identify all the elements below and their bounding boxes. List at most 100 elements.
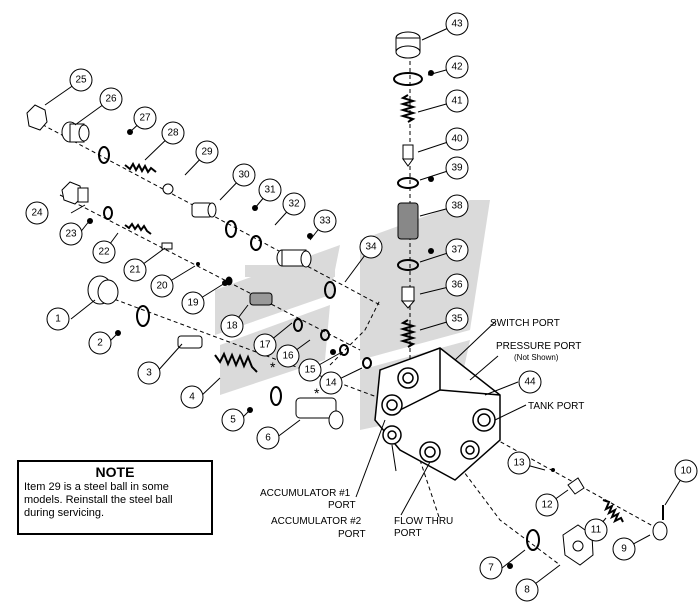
note-line-3: during servicing. <box>24 507 105 519</box>
part-42-oring <box>393 72 423 86</box>
label-pressure-not-shown: (Not Shown) <box>514 353 559 362</box>
part-17-oring <box>293 318 303 332</box>
part-22-spring <box>124 222 152 235</box>
label-pressure-port: PRESSURE PORT <box>496 341 581 352</box>
svg-text:34: 34 <box>365 242 377 253</box>
part-44-manifold-body <box>374 347 501 481</box>
part-14-oring <box>362 357 372 369</box>
part-7-oring <box>526 529 540 551</box>
callout-11: 11 <box>584 518 608 542</box>
svg-text:29: 29 <box>201 147 213 158</box>
part-6-piston <box>295 397 344 430</box>
label-accumulator-1-port-2: PORT <box>328 500 356 511</box>
callout-6: 6 <box>256 426 280 450</box>
svg-text:9: 9 <box>621 544 627 555</box>
svg-text:18: 18 <box>226 321 238 332</box>
svg-text:24: 24 <box>31 208 43 219</box>
callout-1: 1 <box>46 307 70 331</box>
label-switch-port: SWITCH PORT <box>490 318 560 329</box>
svg-text:41: 41 <box>451 96 463 107</box>
svg-text:5: 5 <box>230 415 236 426</box>
callout-4: 4 <box>180 385 204 409</box>
svg-text:19: 19 <box>187 298 199 309</box>
callout-16: 16 <box>276 344 300 368</box>
part-39-oring <box>397 177 419 189</box>
callout-44: 44 <box>518 370 542 394</box>
callout-31: 31 <box>258 178 282 202</box>
svg-text:23: 23 <box>65 229 77 240</box>
callout-dots <box>87 70 513 569</box>
svg-text:33: 33 <box>319 216 331 227</box>
part-24-plug <box>61 181 89 205</box>
label-flow-thru-port-2: PORT <box>394 528 422 539</box>
svg-text:7: 7 <box>488 563 494 574</box>
svg-text:27: 27 <box>139 113 151 124</box>
part-21-pin <box>161 242 173 250</box>
asterisk-mark: * <box>270 359 276 375</box>
svg-text:30: 30 <box>238 170 250 181</box>
callout-35: 35 <box>445 307 469 331</box>
svg-text:14: 14 <box>325 378 337 389</box>
svg-text:22: 22 <box>98 247 110 258</box>
callout-43: 43 <box>445 12 469 36</box>
callout-3: 3 <box>137 361 161 385</box>
part-32-washer <box>250 235 262 251</box>
callout-38: 38 <box>445 194 469 218</box>
callout-33: 33 <box>313 209 337 233</box>
svg-text:8: 8 <box>524 585 530 596</box>
callout-32: 32 <box>282 192 306 216</box>
note-text: Item 29 is a steel ball in some models. … <box>19 480 211 521</box>
callout-circles: 25 26 27 28 29 30 31 32 33 34 24 23 22 2… <box>25 12 698 602</box>
svg-text:6: 6 <box>265 433 271 444</box>
svg-text:13: 13 <box>513 458 525 469</box>
callout-23: 23 <box>59 222 83 246</box>
callout-5: 5 <box>221 408 245 432</box>
part-11-spring <box>602 499 624 524</box>
svg-text:10: 10 <box>680 466 692 477</box>
callout-42: 42 <box>445 55 469 79</box>
svg-text:15: 15 <box>304 365 316 376</box>
callout-21: 21 <box>123 258 147 282</box>
part-29-ball <box>162 183 174 195</box>
svg-text:25: 25 <box>75 75 87 86</box>
part-13-ball <box>551 468 555 472</box>
callout-22: 22 <box>92 240 116 264</box>
part-3-pin <box>177 335 203 349</box>
part-20-ball <box>196 262 200 266</box>
callout-17: 17 <box>253 333 277 357</box>
note-line-2: models. Reinstall the steel ball <box>24 494 173 506</box>
callout-25: 25 <box>69 68 93 92</box>
svg-text:2: 2 <box>97 338 103 349</box>
part-1-cap <box>87 275 119 305</box>
callout-27: 27 <box>133 106 157 130</box>
svg-text:40: 40 <box>451 134 463 145</box>
svg-text:42: 42 <box>451 62 463 73</box>
part-41-spring <box>399 94 417 123</box>
part-4-spring <box>214 351 258 373</box>
part-37-oring <box>397 259 419 271</box>
note-box: NOTE Item 29 is a steel ball in some mod… <box>17 460 213 535</box>
part-43-cap <box>395 31 421 59</box>
part-38-assembly <box>397 202 419 240</box>
svg-text:1: 1 <box>55 314 61 325</box>
callout-40: 40 <box>445 127 469 151</box>
callout-14: 14 <box>319 371 343 395</box>
svg-text:3: 3 <box>146 368 152 379</box>
part-15-oring <box>339 344 349 356</box>
callout-41: 41 <box>445 89 469 113</box>
callout-7: 7 <box>479 556 503 580</box>
part-26-fitting <box>61 121 90 143</box>
callout-10: 10 <box>674 459 698 483</box>
asterisk-mark: * <box>314 385 320 401</box>
callout-18: 18 <box>220 314 244 338</box>
callout-19: 19 <box>181 291 205 315</box>
callout-9: 9 <box>612 537 636 561</box>
part-40-valve <box>402 144 414 167</box>
svg-text:26: 26 <box>105 94 117 105</box>
svg-text:32: 32 <box>288 199 300 210</box>
callout-15: 15 <box>298 358 322 382</box>
part-9-adjuster <box>652 521 668 541</box>
part-2-oring <box>136 305 150 327</box>
callout-20: 20 <box>150 274 174 298</box>
